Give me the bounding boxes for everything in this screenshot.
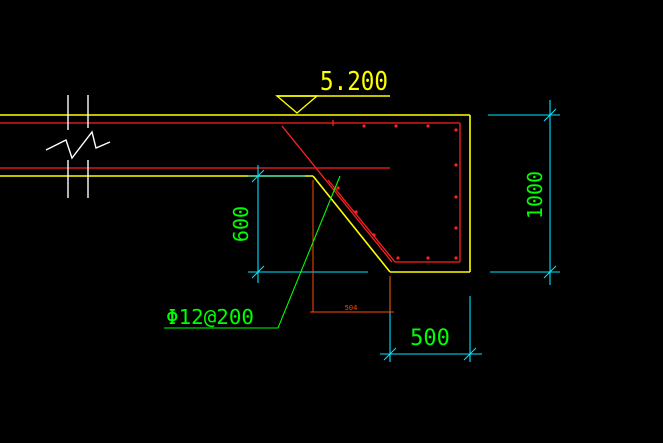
break-zigzag [45, 130, 111, 160]
elevation-triangle [275, 95, 319, 114]
elevation-label: 5.200 [320, 67, 388, 97]
rebar-dots [336, 124, 458, 260]
elevation-marker: 5.200 [275, 67, 390, 114]
dimension-504 [310, 180, 394, 313]
dimension-600-label: 600 [229, 206, 253, 242]
dimension-600 [248, 165, 368, 283]
beam-haunch-edge [312, 175, 391, 273]
rebar-leader-line [164, 175, 341, 329]
break-symbol [45, 95, 111, 198]
rebar-annotation: Φ12@200 [164, 175, 341, 329]
dimension-500-label: 500 [410, 326, 450, 351]
haunch-rebar-lower [327, 179, 396, 263]
dimension-1000 [488, 100, 560, 285]
dimension-1000-label: 1000 [523, 171, 547, 219]
dimension-504-label: 504 [345, 304, 358, 312]
rebar-label: Φ12@200 [166, 305, 254, 329]
rebar-group [0, 120, 461, 263]
diagonal-rebar [281, 125, 393, 263]
concrete-outline [0, 114, 471, 273]
